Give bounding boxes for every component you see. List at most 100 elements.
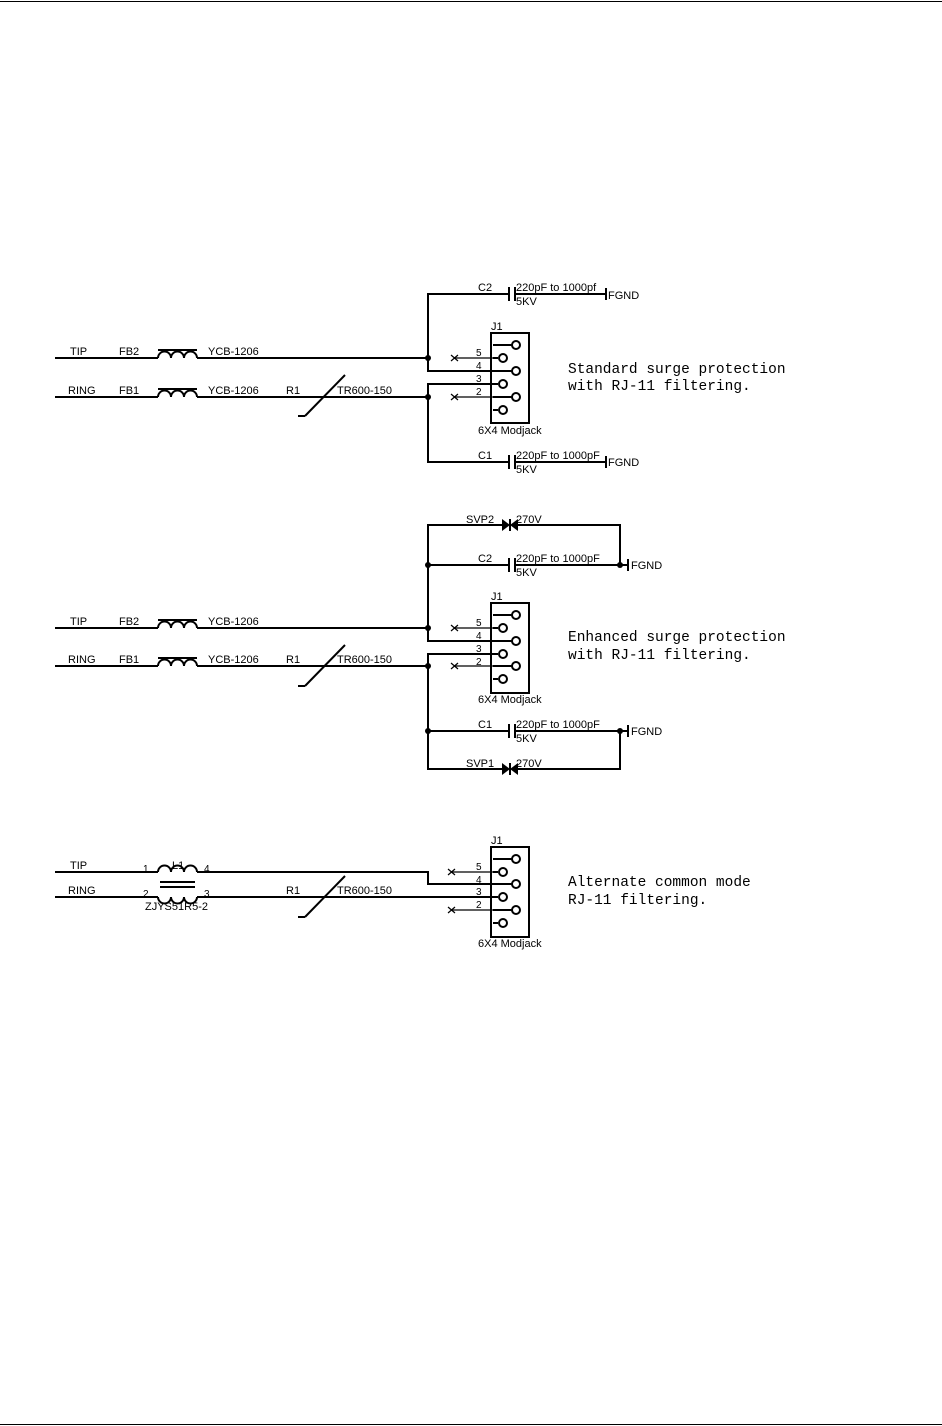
fgnd-label-top: FGND xyxy=(631,560,662,572)
ring-label: RING xyxy=(68,885,96,897)
pin-3-label: 3 xyxy=(476,374,482,385)
alternate-note-line2: RJ-11 filtering. xyxy=(568,893,707,909)
fb1-label: FB1 xyxy=(119,654,139,666)
pin-3-label: 3 xyxy=(476,887,482,898)
fgnd-label-top: FGND xyxy=(608,290,639,302)
j1-label: J1 xyxy=(491,835,503,847)
capacitor-c2 xyxy=(508,287,607,301)
r1-label: R1 xyxy=(286,654,300,666)
r1-label: R1 xyxy=(286,385,300,397)
tip-wire-2 xyxy=(197,871,493,885)
svp2-return-wire xyxy=(514,524,621,565)
modjack-label: 6X4 Modjack xyxy=(478,694,542,706)
ring-junction xyxy=(425,394,431,400)
ring-label: RING xyxy=(68,654,96,666)
ring-bus-wire xyxy=(427,383,509,463)
c1-value: 220pF to 1000pF xyxy=(516,450,600,462)
ferrite-bead-fb1 xyxy=(157,657,198,667)
standard-note-line2: with RJ-11 filtering. xyxy=(568,379,751,395)
modjack-j1 xyxy=(450,602,530,694)
ring-bus-wire xyxy=(427,653,502,770)
surge-protector-svp1 xyxy=(502,763,518,775)
pin-5-label: 5 xyxy=(476,862,482,873)
c2-value: 220pF to 1000pf xyxy=(516,282,597,294)
tip-junction xyxy=(425,355,431,361)
tip-pin4-wire xyxy=(427,628,493,642)
c2-value: 220pF to 1000pF xyxy=(516,553,600,565)
pin-4-label: 4 xyxy=(476,631,482,642)
l1-label: L1 xyxy=(172,860,184,872)
common-mode-choke-l1 xyxy=(157,864,198,905)
tip-label: TIP xyxy=(70,616,87,628)
pin-4-label: 4 xyxy=(476,875,482,886)
pin-5-label: 5 xyxy=(476,618,482,629)
ptc-resistor-r1 xyxy=(298,875,346,918)
capacitor-c1 xyxy=(508,724,629,738)
pin-5-label: 5 xyxy=(476,348,482,359)
standard-circuit: TIP FB2 YCB-1206 RING FB1 YCB-1206 R1 TR… xyxy=(55,282,786,476)
ptc-resistor-r1 xyxy=(298,644,346,687)
c2-label: C2 xyxy=(478,553,492,565)
alternate-note-line1: Alternate common mode xyxy=(568,875,751,891)
c1-label: C1 xyxy=(478,450,492,462)
l1-pin2: 2 xyxy=(143,889,149,900)
j1-label: J1 xyxy=(491,321,503,333)
modjack-j1 xyxy=(447,846,530,938)
c1-voltage: 5KV xyxy=(516,464,537,476)
fb2-label: FB2 xyxy=(119,616,139,628)
ptc-resistor-r1 xyxy=(298,374,346,417)
pin-2-label: 2 xyxy=(476,387,482,398)
r1-part-label: TR600-150 xyxy=(337,654,392,666)
fb1-part-label: YCB-1206 xyxy=(208,654,259,666)
svp1-return-wire xyxy=(514,731,621,770)
capacitor-c2 xyxy=(508,558,629,572)
capacitor-c1 xyxy=(508,455,607,469)
tip-pin4-wire xyxy=(427,358,493,372)
tip-junction xyxy=(425,625,431,631)
svp2-wire xyxy=(427,524,502,628)
r1-part-label: TR600-150 xyxy=(337,385,392,397)
tip-label: TIP xyxy=(70,346,87,358)
svp1-label: SVP1 xyxy=(466,758,494,770)
l1-pin1: 1 xyxy=(143,864,149,875)
c1-label: C1 xyxy=(478,719,492,731)
pin-2-label: 2 xyxy=(476,657,482,668)
svp1-voltage: 270V xyxy=(516,758,542,770)
alternate-circuit: TIP RING L1 1 4 2 3 ZJYS51R5-2 R1 TR600-… xyxy=(55,835,751,950)
ring-label: RING xyxy=(68,385,96,397)
fgnd-label-bottom: FGND xyxy=(608,457,639,469)
enhanced-circuit: TIP FB2 YCB-1206 RING FB1 YCB-1206 R1 TR… xyxy=(55,514,786,775)
pin-2-label: 2 xyxy=(476,900,482,911)
l1-pin4: 4 xyxy=(204,864,210,875)
c1-junction xyxy=(425,728,431,734)
bottom-border-rule xyxy=(0,1424,942,1425)
fb2-part-label: YCB-1206 xyxy=(208,346,259,358)
ferrite-bead-fb2 xyxy=(157,349,198,359)
r1-part-label: TR600-150 xyxy=(337,885,392,897)
svp2-voltage: 270V xyxy=(516,514,542,526)
choke-part-label: ZJYS51R5-2 xyxy=(145,901,208,913)
enhanced-note-line1: Enhanced surge protection xyxy=(568,630,786,646)
r1-label: R1 xyxy=(286,885,300,897)
fb1-part-label: YCB-1206 xyxy=(208,385,259,397)
l1-pin3: 3 xyxy=(204,889,210,900)
c1-value: 220pF to 1000pF xyxy=(516,719,600,731)
ferrite-bead-fb1 xyxy=(157,388,198,398)
c2-wire xyxy=(427,293,509,358)
pin-4-label: 4 xyxy=(476,361,482,372)
fgnd-label-bottom: FGND xyxy=(631,726,662,738)
enhanced-note-line2: with RJ-11 filtering. xyxy=(568,648,751,664)
modjack-label: 6X4 Modjack xyxy=(478,938,542,950)
surge-protector-svp2 xyxy=(502,519,518,531)
fb2-label: FB2 xyxy=(119,346,139,358)
c2-label: C2 xyxy=(478,282,492,294)
svp2-label: SVP2 xyxy=(466,514,494,526)
fb1-label: FB1 xyxy=(119,385,139,397)
pin-3-label: 3 xyxy=(476,644,482,655)
c2-junction xyxy=(425,562,431,568)
top-border-rule xyxy=(0,1,942,2)
j1-label: J1 xyxy=(491,591,503,603)
standard-note-line1: Standard surge protection xyxy=(568,362,786,378)
ring-junction xyxy=(425,663,431,669)
tip-label: TIP xyxy=(70,860,87,872)
